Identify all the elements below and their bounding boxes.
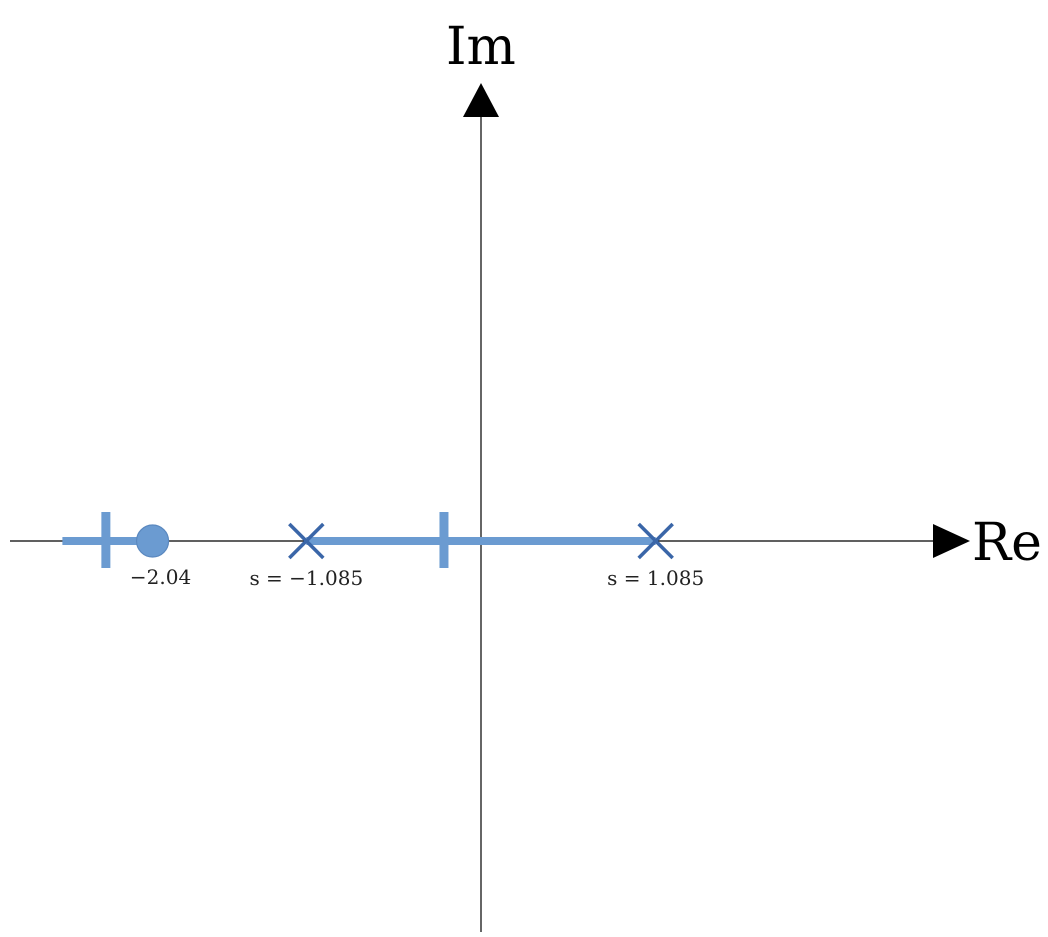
breakpoint-layer [101,512,449,568]
real-axis-label: Re [972,513,1042,573]
pole-label-2: s = 1.085 [607,566,704,590]
pole-marker-1 [288,522,325,560]
pole-label-1: s = −1.085 [249,566,363,590]
pole-layer [288,522,674,560]
real-axis-arrowhead [933,524,970,558]
imaginary-axis-label: Im [446,17,516,77]
pole-stroke-b [637,522,674,560]
imaginary-axis-arrowhead [463,83,499,117]
label-layer: −2.04 s = −1.085 s = 1.085 [130,565,704,590]
pole-marker-2 [637,522,674,560]
pole-stroke-b [288,522,325,560]
zero-layer [135,524,170,558]
zero-marker [135,524,170,558]
zero-label: −2.04 [130,565,191,589]
